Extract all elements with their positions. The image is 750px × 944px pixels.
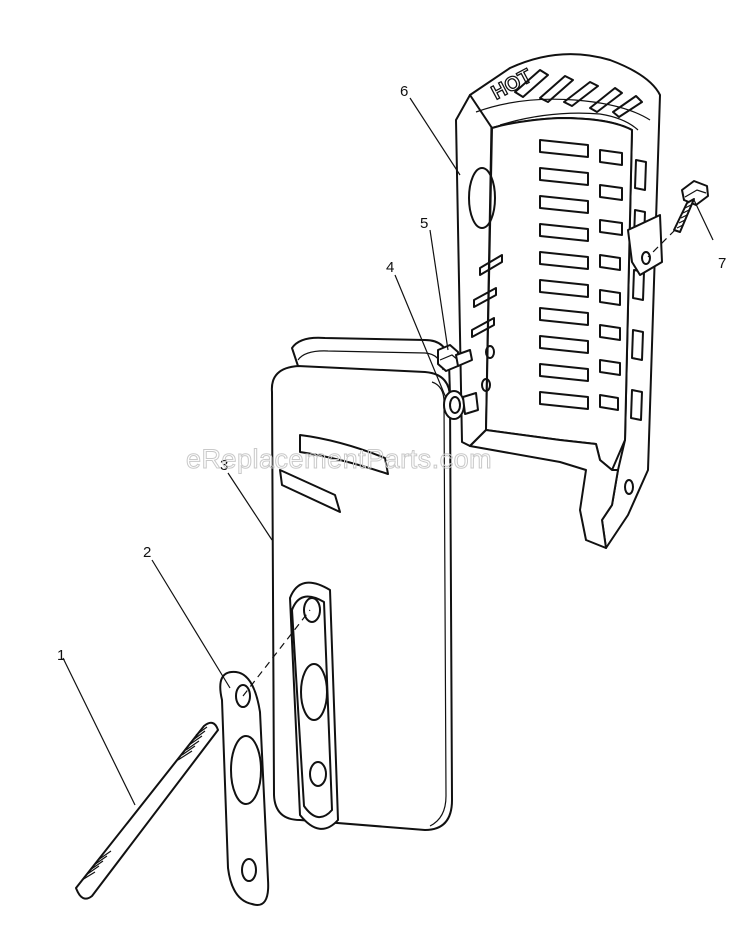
lockwasher-4 — [443, 390, 479, 420]
callout-leaders — [62, 97, 714, 806]
callout-3: 3 — [220, 457, 228, 474]
bolt-5 — [437, 344, 473, 372]
gasket-2 — [219, 670, 270, 906]
callout-5: 5 — [420, 215, 428, 232]
callout-2: 2 — [143, 544, 151, 561]
callout-7: 7 — [718, 255, 726, 272]
callout-1: 1 — [57, 647, 65, 664]
watermark-text: eReplacementParts.com — [186, 444, 492, 474]
callout-4: 4 — [386, 259, 394, 276]
muffler-3 — [270, 336, 453, 831]
screw-7 — [673, 180, 709, 233]
callout-6: 6 — [400, 83, 408, 100]
stud-1 — [75, 721, 219, 900]
shield-top-louvers — [514, 69, 643, 118]
